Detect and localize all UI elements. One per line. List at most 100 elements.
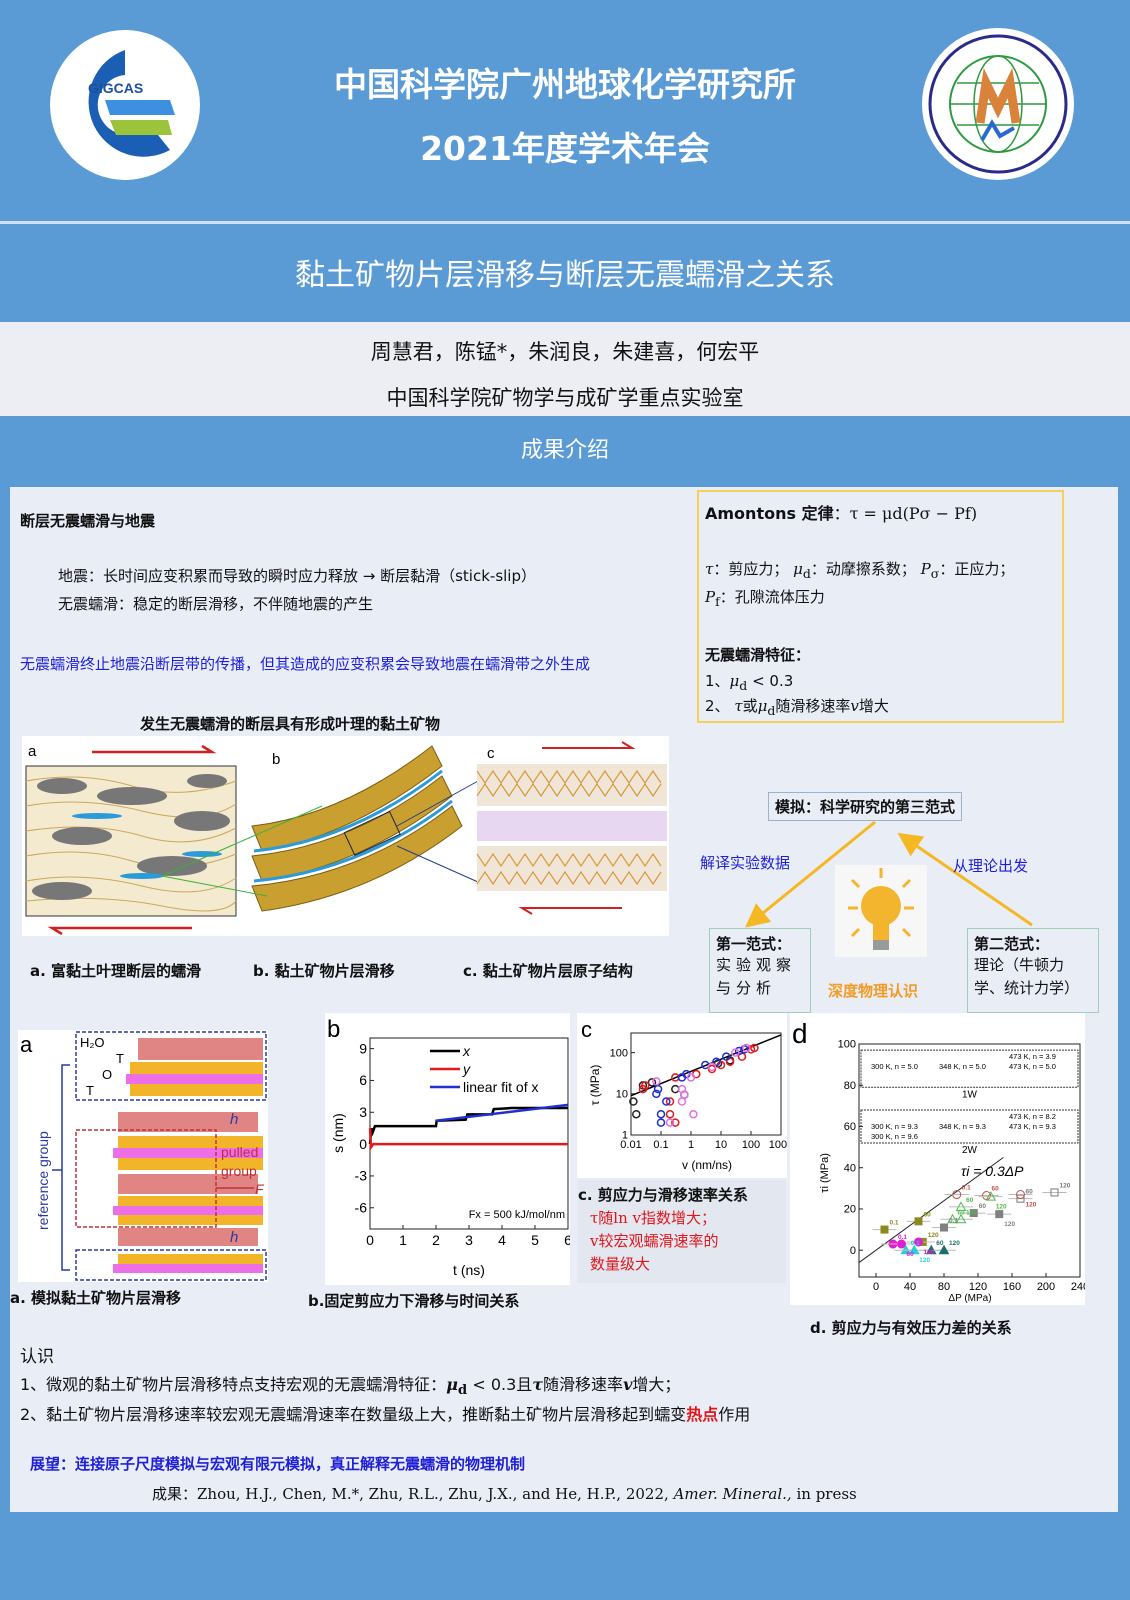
series-line-x — [368, 1106, 568, 1145]
data-point — [955, 1201, 967, 1211]
y-tick-label: 1 — [622, 1130, 628, 1142]
panel-letter-b: b — [272, 751, 280, 768]
second-paradigm-title: 第二范式： — [974, 935, 1050, 953]
series-line-y — [368, 1128, 568, 1151]
data-point — [1050, 1188, 1059, 1197]
data-point-blue — [722, 1052, 731, 1061]
legend-entry: 473 K, n = 3.9 — [1009, 1052, 1056, 1061]
caption-chart-c: c. 剪应力与滑移速率关系 — [578, 1186, 748, 1204]
data-point-blue — [662, 1097, 671, 1106]
intro-line-earthquake: 地震：长时间应变积累而导致的瞬时应力释放 → 断层黏滑（stick-slip） — [58, 567, 536, 585]
caption-c: c. 黏土矿物片层原子结构 — [463, 962, 633, 980]
x-tick-label: 2 — [432, 1232, 440, 1248]
institute-title: 中国科学院广州地球化学研究所 — [334, 65, 796, 104]
gigcas-logo: GIGCAS — [50, 30, 200, 180]
third-paradigm-box: 模拟：科学研究的第三范式 — [768, 792, 963, 821]
legend-group-label: 2W — [962, 1145, 978, 1156]
point-label: 120 — [949, 1240, 960, 1247]
c1-a: 1、微观的黏土矿物片层滑移特点支持宏观的无震蠕滑特征： — [20, 1375, 447, 1394]
lab-logo — [922, 28, 1074, 180]
x-tick-label: 120 — [969, 1281, 987, 1293]
y-tick-label: 100 — [838, 1039, 856, 1051]
mu-symbol: μ — [793, 560, 803, 578]
data-point-blue — [740, 1045, 749, 1054]
feature-2-v: v — [850, 697, 859, 715]
c1-mu-sub: d — [457, 1382, 468, 1399]
data-point — [897, 1239, 906, 1249]
panel-letter-c: c — [487, 745, 495, 762]
chart-d: 04080120160200240020406080100τi = 0.3ΔP1… — [790, 1013, 1089, 1305]
x-tick-label: 240 — [1071, 1281, 1085, 1293]
tau-definition: ：剪应力； — [713, 560, 789, 578]
caption-b: b. 黏土矿物片层滑移 — [253, 962, 395, 980]
y-tick-label: 3 — [359, 1104, 367, 1120]
point-label: 0.1 — [962, 1185, 971, 1192]
chart-d-svg: 04080120160200240020406080100τi = 0.3ΔP1… — [792, 1018, 1089, 1304]
features-heading: 无震蠕滑特征： — [705, 646, 811, 664]
legend-entry: 348 K, n = 9.3 — [939, 1122, 986, 1131]
point-label: 120 — [996, 1204, 1007, 1211]
p-f-subscript: f — [715, 594, 720, 609]
data-point — [940, 1223, 948, 1232]
force-label: F — [255, 1181, 265, 1197]
chart-c: 0.010.11101001000110100v (nm/ns)τ (MPa)c — [577, 1013, 793, 1178]
first-paradigm-body: 实验观察与分析 — [716, 956, 797, 997]
data-point-magenta — [707, 1062, 717, 1072]
y-tick-label: 10 — [616, 1088, 628, 1100]
y-tick-label: -6 — [355, 1199, 368, 1215]
conference-title: 2021年度学术年会 — [420, 129, 710, 168]
point-label: 60 — [907, 1251, 915, 1258]
t-label-bottom: T — [86, 1083, 94, 1098]
poster-title: 黏土矿物片层滑移与断层无震蠕滑之关系 — [0, 226, 1130, 322]
data-point — [908, 1244, 920, 1255]
fault-figure: a b c — [22, 736, 669, 936]
feature-1-suffix: < 0.3 — [752, 672, 794, 690]
chart-panel-letter: b — [327, 1016, 340, 1043]
x-tick-label: 0 — [366, 1232, 374, 1248]
conclusion-item-2: 2、黏土矿物片层滑移速率较宏观无震蠕滑速率在数量级上大，推断黏土矿物片层滑移起到… — [20, 1401, 750, 1425]
x-tick-label: 200 — [1037, 1281, 1055, 1293]
data-point-blue — [656, 1118, 666, 1127]
c2-b: 作用 — [718, 1405, 751, 1424]
point-label: 60 — [924, 1211, 932, 1218]
feature-2-suffix: 随滑移速率 — [775, 697, 851, 715]
pulled-label: pulled — [221, 1144, 258, 1160]
first-paradigm-title: 第一范式： — [716, 935, 792, 953]
y-tick-label: 100 — [610, 1047, 628, 1059]
point-label: 0.1 — [890, 1220, 899, 1227]
fit-label: τi = 0.3ΔP — [961, 1163, 1024, 1179]
o-label: O — [102, 1067, 112, 1082]
x-axis-label: t (ns) — [453, 1262, 485, 1278]
x-tick-label: 1 — [399, 1232, 407, 1248]
point-label: 120 — [1004, 1221, 1015, 1228]
atomic-structure-diagram — [476, 741, 667, 915]
legend-box — [860, 1049, 1079, 1088]
intro-heading: 断层无震蠕滑与地震 — [20, 512, 156, 530]
x-tick-label: 4 — [498, 1232, 506, 1248]
data-point — [914, 1237, 923, 1247]
feature-1-mu-sub: d — [739, 678, 748, 693]
chart-panel-letter: c — [581, 1017, 592, 1042]
feature-1: 1、μd < 0.3 — [705, 670, 793, 693]
point-label: 120 — [966, 1209, 977, 1216]
y-tick-label: 9 — [359, 1040, 367, 1056]
point-label: 120 — [919, 1257, 930, 1264]
legend-box — [860, 1109, 1079, 1144]
data-point-black — [647, 1078, 657, 1087]
plot-frame — [630, 1032, 782, 1136]
arrow-to-first-paradigm — [745, 820, 876, 928]
mu-definition: ：动摩擦系数； — [810, 560, 916, 578]
c1-b: < 0.3且 — [472, 1375, 533, 1394]
data-point — [952, 1190, 962, 1200]
legend-entry: 300 K, n = 9.6 — [871, 1132, 918, 1141]
p-f-symbol: P — [705, 588, 716, 606]
from-theory-label: 从理论出发 — [953, 857, 1029, 875]
caption-sim-a: a. 模拟黏土矿物片层滑移 — [10, 1289, 182, 1307]
lightbulb-icon — [835, 865, 927, 957]
fault-zone-diagram — [25, 744, 237, 936]
first-paradigm-box: 第一范式： 实验观察与分析 — [709, 928, 811, 1013]
ref-journal: Amer. Mineral., — [673, 1485, 792, 1503]
reference-citation: 成果：Zhou, H.J., Chen, M.*, Zhu, R.L., Zhu… — [152, 1483, 857, 1504]
simulation-model-figure: a H₂O T O T h h pulled group F reference… — [18, 1030, 268, 1282]
